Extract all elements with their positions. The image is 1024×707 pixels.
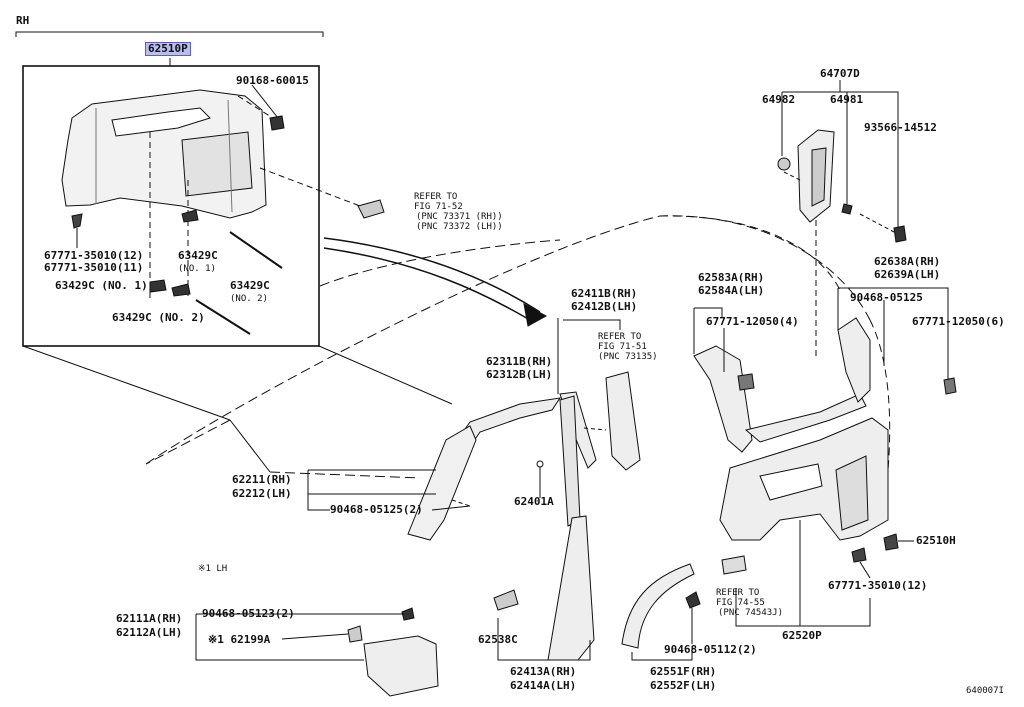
part-90468-05112[interactable]: 90468-05112(2) xyxy=(664,643,757,656)
rear-pillar-drawing xyxy=(693,345,753,453)
note-lh: ※1 LH xyxy=(198,564,228,574)
part-90468-05123[interactable]: 90468-05123(2) xyxy=(202,607,295,620)
kick-panel-drawing xyxy=(363,635,439,697)
part-62583a[interactable]: 62583A(RH) xyxy=(698,271,765,284)
refer-74-55-l1: REFER TO xyxy=(716,588,760,598)
part-62414a[interactable]: 62414A(LH) xyxy=(510,679,577,692)
rh-bracket xyxy=(15,31,324,37)
part-63429c-b[interactable]: 63429C xyxy=(230,279,270,292)
part-62413a[interactable]: 62413A(RH) xyxy=(510,665,577,678)
part-62520p[interactable]: 62520P xyxy=(782,629,822,642)
refer-71-52-l1: REFER TO xyxy=(414,192,458,202)
refer-71-51-l1: REFER TO xyxy=(598,332,642,342)
lower-b-pillar-drawing xyxy=(547,515,595,661)
part-63429c-d[interactable]: 63429C (NO. 2) xyxy=(112,311,205,324)
part-62638a[interactable]: 62638A(RH) xyxy=(874,255,941,268)
part-67771-35010-12[interactable]: 67771-35010(12) xyxy=(44,249,144,262)
part-62412b[interactable]: 62412B(LH) xyxy=(571,300,638,313)
part-90468-05125-2[interactable]: 90468-05125(2) xyxy=(330,503,423,516)
part-62639a[interactable]: 62639A(LH) xyxy=(874,268,941,281)
part-64707d[interactable]: 64707D xyxy=(820,67,860,80)
part-90168-60015[interactable]: 90168-60015 xyxy=(236,74,309,87)
part-67771-12050-4[interactable]: 67771-12050(4) xyxy=(706,315,799,328)
refer-71-52-l2[interactable]: FIG 71-52 xyxy=(414,202,463,212)
part-63429c-a-note: (NO. 1) xyxy=(178,264,216,274)
part-62510h[interactable]: 62510H xyxy=(916,534,956,547)
part-63429c-b-note: (NO. 2) xyxy=(230,294,268,304)
part-62551f[interactable]: 62551F(RH) xyxy=(650,665,717,678)
a-pillar-drawing xyxy=(407,425,477,541)
part-62411b[interactable]: 62411B(RH) xyxy=(571,287,638,300)
assembly-part-number[interactable]: 62510P xyxy=(145,42,191,56)
part-64982[interactable]: 64982 xyxy=(762,93,796,106)
detail-box xyxy=(22,65,320,347)
part-64981[interactable]: 64981 xyxy=(830,93,864,106)
refer-71-51-l3: (PNC 73135) xyxy=(598,352,658,362)
refer-74-55-l2[interactable]: FIG 74-55 xyxy=(716,598,765,608)
part-63429c-c[interactable]: 63429C (NO. 1) xyxy=(55,279,148,292)
part-62538c[interactable]: 62538C xyxy=(478,633,518,646)
figure-id: 640007I xyxy=(966,686,1004,696)
part-62584a[interactable]: 62584A(LH) xyxy=(698,284,765,297)
part-62552f[interactable]: 62552F(LH) xyxy=(650,679,717,692)
part-62311b[interactable]: 62311B(RH) xyxy=(486,355,553,368)
part-67771-35010-12b[interactable]: 67771-35010(12) xyxy=(828,579,928,592)
side-label: RH xyxy=(16,14,30,27)
part-90468-05125[interactable]: 90468-05125 xyxy=(850,291,923,304)
part-62211[interactable]: 62211(RH) xyxy=(232,473,292,486)
part-63429c-a[interactable]: 63429C xyxy=(178,249,218,262)
part-62111a[interactable]: 62111A(RH) xyxy=(116,612,183,625)
refer-71-52-l3: (PNC 73371 (RH)) xyxy=(416,212,503,222)
part-62112a[interactable]: 62112A(LH) xyxy=(116,626,183,639)
refer-74-55-l3: (PNC 74543J) xyxy=(718,608,784,618)
refer-71-51-l2[interactable]: FIG 71-51 xyxy=(598,342,647,352)
part-67771-35010-11[interactable]: 67771-35010(11) xyxy=(44,261,144,274)
part-62401a[interactable]: 62401A xyxy=(514,495,554,508)
part-62212[interactable]: 62212(LH) xyxy=(232,487,292,500)
part-93566-14512[interactable]: 93566-14512 xyxy=(864,121,937,134)
part-67771-12050-6[interactable]: 67771-12050(6) xyxy=(912,315,1005,328)
refer-71-52-l4: (PNC 73372 (LH)) xyxy=(416,222,503,232)
part-62199a[interactable]: ※1 62199A xyxy=(208,633,271,646)
part-62312b[interactable]: 62312B(LH) xyxy=(486,368,553,381)
